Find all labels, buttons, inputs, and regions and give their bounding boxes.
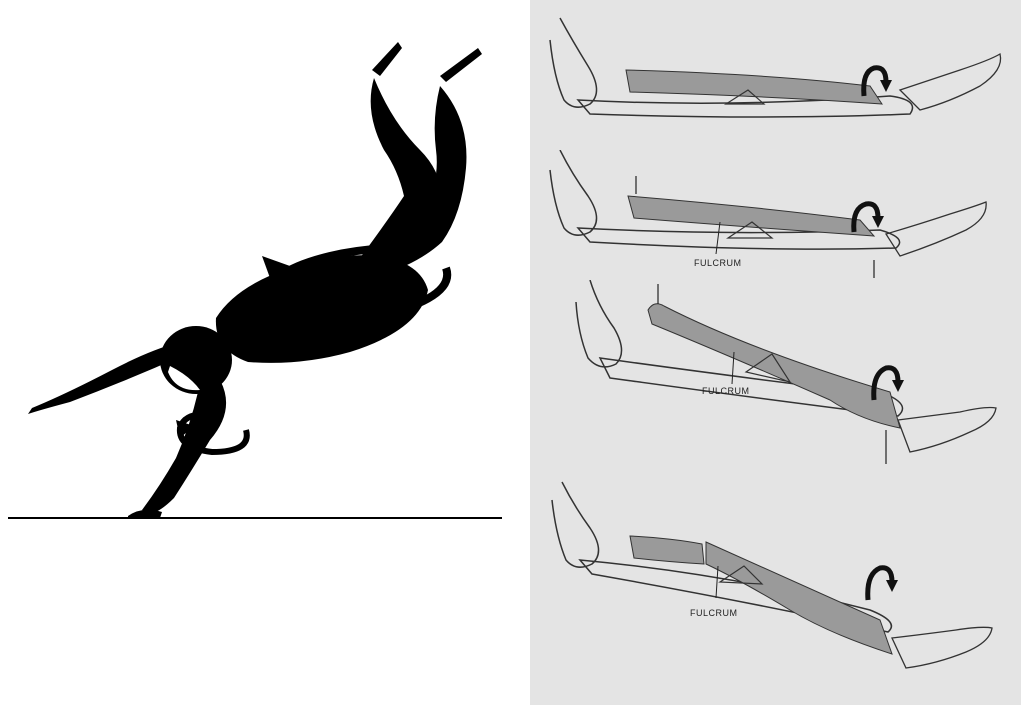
humerus-outline (550, 150, 597, 235)
foot-right (440, 48, 482, 82)
hand (128, 510, 162, 518)
fulcrum-label: FULCRUM (690, 608, 738, 618)
radius-distal-shaded (706, 542, 892, 654)
radius-proximal-shaded (630, 536, 704, 564)
rotation-arrowhead (892, 380, 904, 392)
stage-4-svg: FULCRUM (530, 470, 1021, 705)
wrist-bones (892, 627, 992, 668)
stage-1-svg (530, 0, 1021, 150)
falling-figure-svg (0, 0, 520, 705)
fulcrum-pointer (716, 566, 718, 598)
stage-2: FULCRUM (530, 150, 1021, 280)
stage-1 (530, 0, 1021, 150)
radius-shaded (626, 70, 882, 104)
humerus-outline (550, 18, 597, 107)
rotation-arrowhead (872, 216, 884, 228)
wrist-bones (898, 408, 996, 453)
falling-figure-illustration (0, 0, 520, 705)
stage-4: FULCRUM (530, 470, 1021, 705)
stage-3-svg: FULCRUM (530, 280, 1021, 470)
fulcrum-label: FULCRUM (694, 258, 742, 268)
radius-shaded (628, 196, 874, 236)
stage-3: FULCRUM (530, 280, 1021, 470)
foot-left (372, 42, 402, 76)
wrist-bones (886, 202, 986, 256)
wrist-bones (900, 54, 1001, 110)
arm-supporting (142, 380, 226, 514)
arm-reaching (28, 342, 182, 414)
rotation-arrowhead (886, 580, 898, 592)
radius-shaded (648, 304, 900, 428)
stage-2-svg: FULCRUM (530, 150, 1021, 280)
rotation-arrowhead (880, 80, 892, 92)
fracture-stages-panel: FULCRUM FULCRUM (530, 0, 1021, 705)
fulcrum-pointer (716, 222, 720, 254)
fulcrum-label: FULCRUM (702, 386, 750, 396)
humerus-outline (576, 280, 622, 367)
humerus-outline (552, 482, 599, 567)
